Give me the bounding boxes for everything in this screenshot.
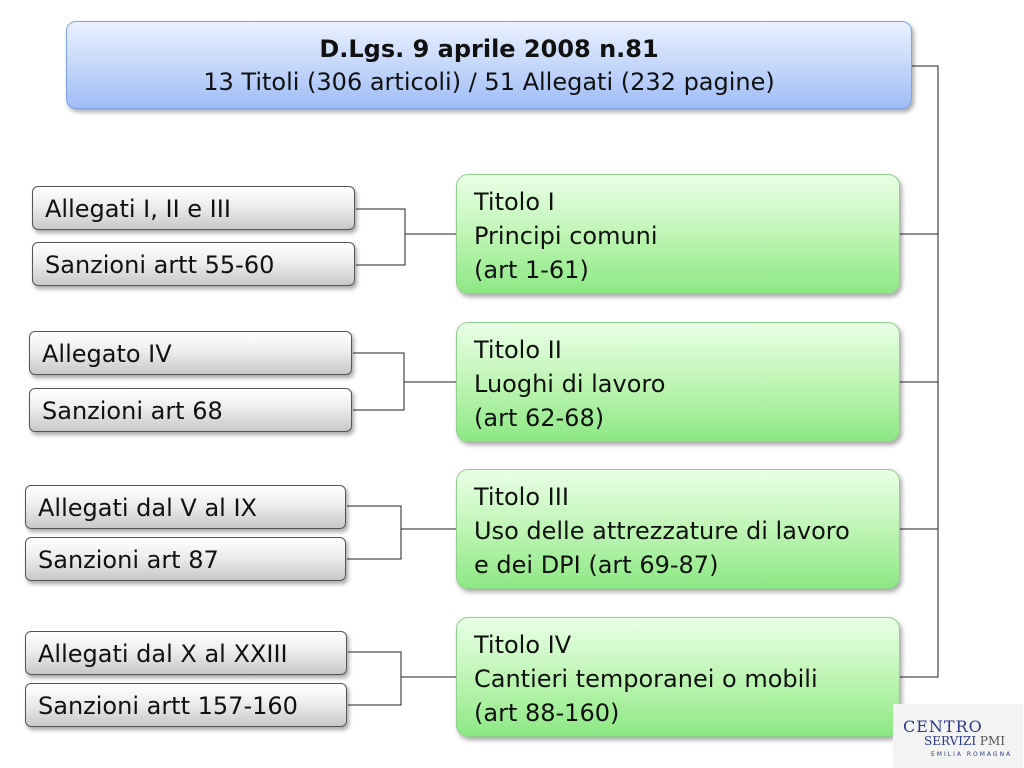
bracket-group-4 [348,651,402,706]
titolo-articles: e dei DPI (art 69-87) [474,551,719,579]
bracket-group-1 [356,208,406,266]
titolo-box-3: Titolo III Uso delle attrezzature di lav… [456,469,900,589]
centro-servizi-pmi-logo: CENTRO SERVIZI PMI EMILIA ROMAGNA [893,704,1023,768]
logo-text-pmi: PMI [979,734,1006,748]
decree-title: D.Lgs. 9 aprile 2008 n.81 [319,35,659,63]
titolo-name: Titolo I [474,188,555,216]
sanzioni-box-2: Sanzioni art 68 [29,388,352,432]
titolo-box-2: Titolo II Luoghi di lavoro (art 62-68) [456,322,900,442]
allegati-box-1: Allegati I, II e III [32,186,355,230]
allegati-box-4: Allegati dal X al XXIII [25,631,347,675]
titolo-description: Luoghi di lavoro [474,370,666,398]
sanzioni-box-4: Sanzioni artt 157-160 [25,683,347,727]
titolo-description: Uso delle attrezzature di lavoro [474,517,850,545]
titolo-box-1: Titolo I Principi comuni (art 1-61) [456,174,900,294]
titolo-articles: (art 1-61) [474,256,589,284]
bracket-group-3 [347,505,402,560]
sanzioni-box-3: Sanzioni art 87 [25,537,346,581]
logo-text-centro: CENTRO [903,717,983,736]
decree-subtitle: 13 Titoli (306 articoli) / 51 Allegati (… [203,68,775,96]
sanzioni-box-1: Sanzioni artt 55-60 [32,242,355,286]
decree-header-box: D.Lgs. 9 aprile 2008 n.81 13 Titoli (306… [66,21,912,109]
titolo-articles: (art 62-68) [474,404,605,432]
titolo-name: Titolo II [474,336,562,364]
titolo-articles: (art 88-160) [474,699,620,727]
titolo-name: Titolo III [474,483,569,511]
allegati-box-2: Allegato IV [29,331,352,375]
bracket-group-2 [353,352,405,411]
header-connector [900,65,939,678]
logo-text-region: EMILIA ROMAGNA [931,751,1013,758]
logo-text-servizi: SERVIZI PMI [924,734,1006,748]
titolo-name: Titolo IV [474,631,572,659]
titolo-description: Cantieri temporanei o mobili [474,665,818,693]
allegati-box-3: Allegati dal V al IX [25,485,346,529]
titolo-box-4: Titolo IV Cantieri temporanei o mobili (… [456,617,900,737]
titolo-description: Principi comuni [474,222,658,250]
